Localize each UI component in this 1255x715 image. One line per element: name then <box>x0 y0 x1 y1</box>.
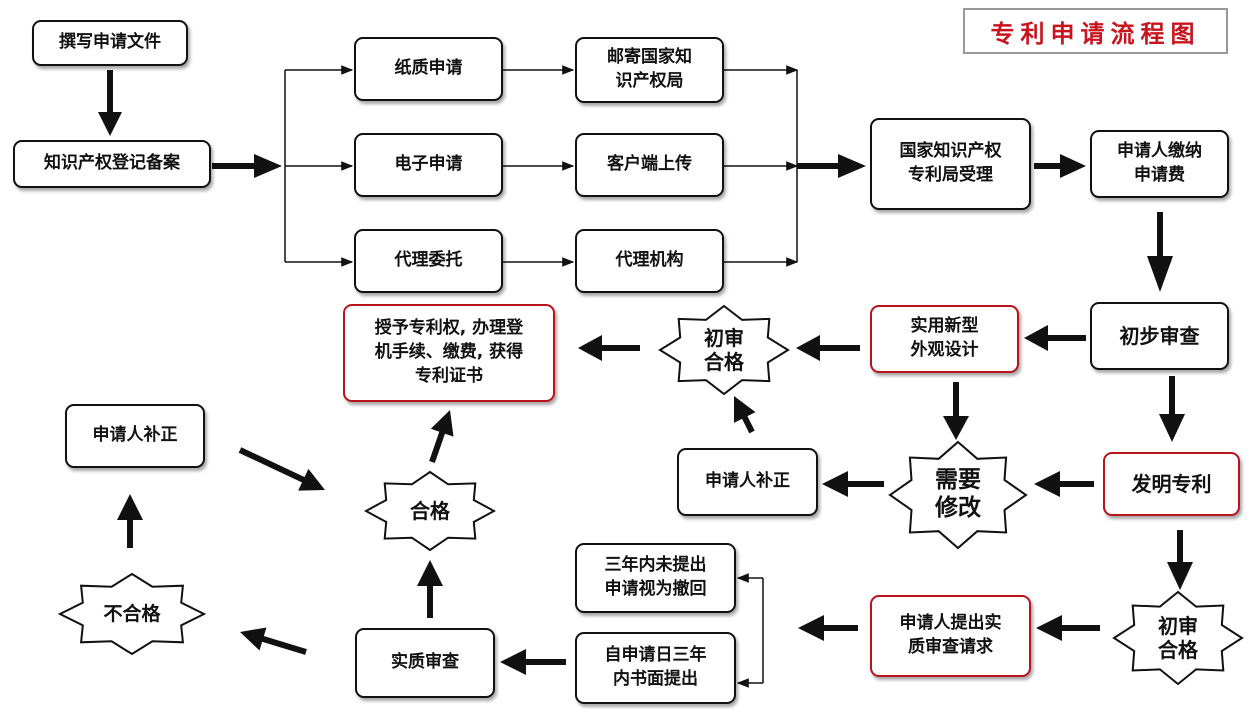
node-within-3y: 自申请日三年 内书面提出 <box>575 632 736 704</box>
node-not-within-3y: 三年内未提出 申请视为撤回 <box>575 543 736 613</box>
star-label: 不合格 <box>103 602 161 625</box>
arrow-correct-to-star <box>734 396 756 434</box>
arrow-exam-to-qualified <box>417 560 443 618</box>
arrow-qualified-to-grant <box>429 410 454 463</box>
star-needs-revision: 需要 修改 <box>888 440 1028 550</box>
arrow-correct-to-qualified <box>238 447 325 491</box>
star-label: 初审 合格 <box>704 326 744 374</box>
node-grant: 授予专利权, 办理登 机手续、缴费, 获得 专利证书 <box>343 304 555 402</box>
arrow-merge-to-accept <box>797 154 866 178</box>
node-applicant-correct-left: 申请人补正 <box>65 404 205 468</box>
diagram-title: 专利申请流程图 <box>963 8 1228 54</box>
node-client-upload: 客户端上传 <box>575 133 724 197</box>
node-paper: 纸质申请 <box>354 37 503 101</box>
arrow-notqualified-to-correct <box>117 494 143 548</box>
arrow-prelim-to-invention <box>1159 376 1185 442</box>
node-prelim-exam: 初步审查 <box>1090 302 1229 370</box>
arrow-write-to-register <box>98 70 122 136</box>
node-electronic: 电子申请 <box>354 133 503 197</box>
arrow-invention-to-star <box>1167 530 1193 590</box>
arrow-request-to-options <box>798 615 858 641</box>
arrow-revision-to-correct <box>822 471 884 497</box>
star-label: 需要 修改 <box>935 467 981 521</box>
arrow-utility-to-star <box>796 335 860 361</box>
node-write-docs: 撰写申请文件 <box>32 20 188 66</box>
node-agency: 代理委托 <box>354 229 503 293</box>
arrow-utility-to-revision <box>943 382 969 440</box>
star-label: 合格 <box>410 499 450 523</box>
star-shape <box>58 572 206 656</box>
arrow-invention-to-revision <box>1034 471 1094 497</box>
arrow-accept-to-fee <box>1034 154 1086 178</box>
thick-arrow-layer <box>98 70 1193 675</box>
arrow-fee-to-prelim <box>1147 212 1173 292</box>
arrow-prelim-to-utility <box>1024 325 1086 351</box>
arrow-register-to-branch <box>212 154 282 178</box>
star-prelim-pass-top: 初审 合格 <box>658 304 790 396</box>
star-shape <box>364 470 496 552</box>
node-applicant-correct-mid: 申请人补正 <box>677 448 818 516</box>
star-shape <box>1112 590 1244 686</box>
star-shape <box>658 304 790 396</box>
node-cnipa-accept: 国家知识产权 专利局受理 <box>870 118 1031 210</box>
node-pay-fee: 申请人缴纳 申请费 <box>1090 130 1229 198</box>
arrow-exam-to-notqualified <box>240 627 307 655</box>
arrow-star-to-request <box>1036 615 1100 641</box>
star-label: 初审 合格 <box>1158 614 1198 662</box>
node-request-substantive: 申请人提出实 质审查请求 <box>870 595 1031 677</box>
node-ip-register: 知识产权登记备案 <box>13 140 211 188</box>
node-agency-org: 代理机构 <box>575 229 724 293</box>
arrow-star-to-grant <box>578 335 640 361</box>
star-not-qualified: 不合格 <box>58 572 206 656</box>
star-qualified: 合格 <box>364 470 496 552</box>
node-substantive-exam: 实质审查 <box>355 628 495 698</box>
star-prelim-pass-bottom: 初审 合格 <box>1112 590 1244 686</box>
node-mail: 邮寄国家知 识产权局 <box>575 37 724 103</box>
star-shape <box>888 440 1028 550</box>
node-utility-design: 实用新型 外观设计 <box>870 305 1019 373</box>
arrow-within-to-exam <box>500 649 566 675</box>
node-invention: 发明专利 <box>1103 452 1240 516</box>
